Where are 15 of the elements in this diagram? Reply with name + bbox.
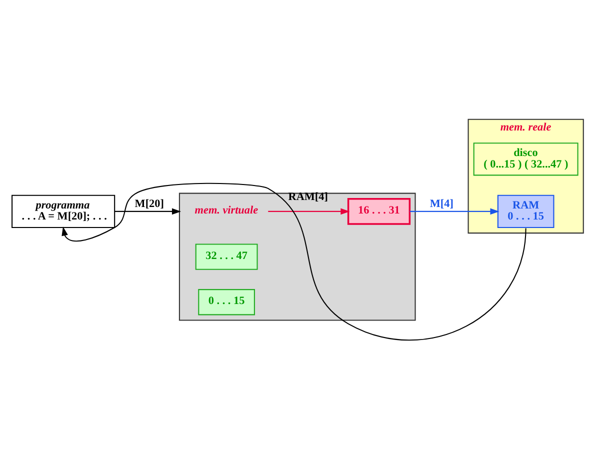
arrow [410,208,500,214]
arrow [62,182,526,340]
node-box: 0 . . . 15 [198,288,255,315]
node-box: disco ( 0...15 ) ( 32...47 ) [473,142,578,176]
node-box: 16 . . . 31 [347,198,411,224]
node-box: 32 . . . 47 [195,243,258,270]
edge-label: RAM[4] [288,190,328,203]
arrow [268,208,350,214]
arrow [114,208,182,214]
node-text: mem. virtuale [194,204,258,216]
cluster [178,192,416,320]
edge-label: M[20] [134,198,164,210]
node-box: RAM 0 . . . 15 [497,194,554,228]
edge-label: M[4] [430,198,454,210]
node-box: programma . . . A = M[20]; . . . [12,194,116,228]
